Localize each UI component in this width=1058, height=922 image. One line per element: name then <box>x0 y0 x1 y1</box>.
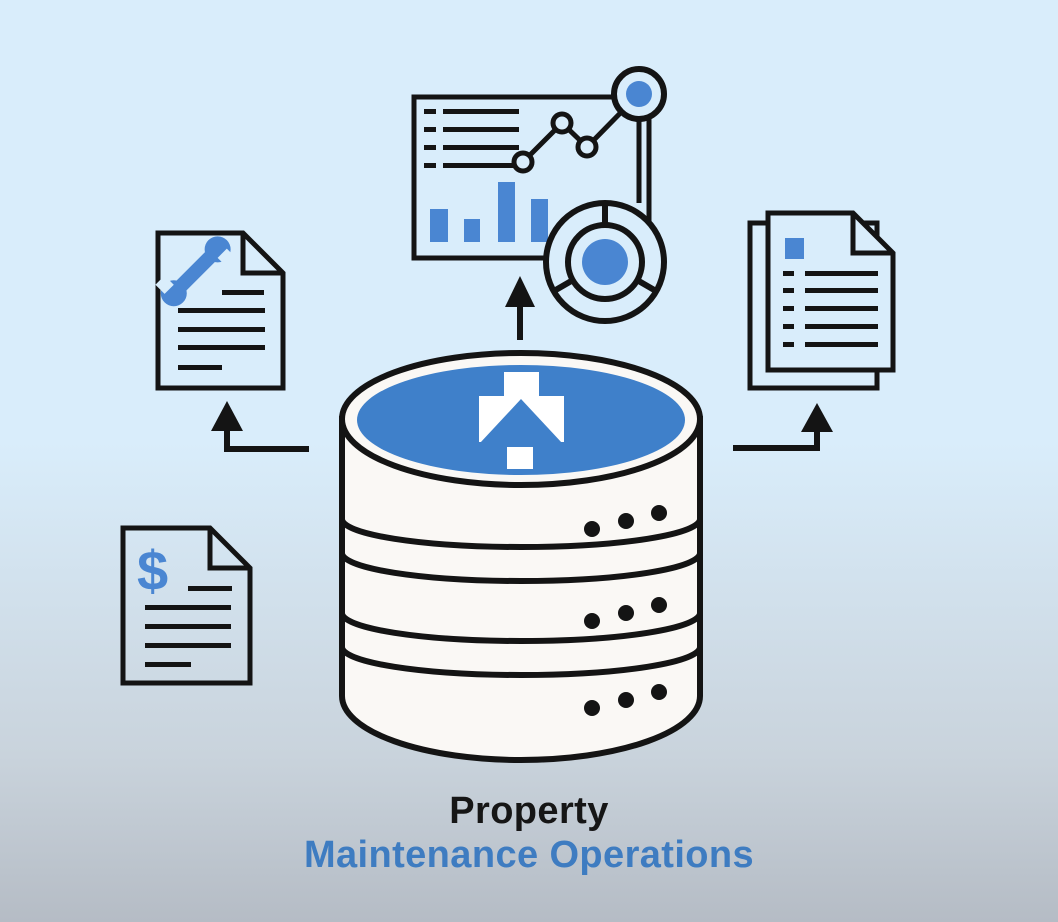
door <box>507 447 533 469</box>
reports-documents-icon <box>747 210 896 391</box>
text-lines <box>145 586 232 667</box>
dollar-icon: $ <box>137 539 168 602</box>
roof <box>480 399 562 443</box>
arrow-up-center-icon <box>505 276 535 340</box>
maintenance-document-icon <box>155 230 286 391</box>
folded-corner <box>240 233 283 276</box>
analytics-dashboard-icon <box>411 66 667 324</box>
text-lines <box>178 290 265 370</box>
bar-chart-icon <box>430 182 548 242</box>
home-plus-icon <box>479 372 564 469</box>
highlight-node-icon <box>611 66 667 122</box>
line-chart-icon <box>511 66 667 203</box>
database-dots <box>584 505 667 716</box>
arrow-up-right-icon <box>733 403 833 451</box>
folded-corner <box>207 528 250 571</box>
list-lines-icon <box>424 109 519 168</box>
caption-line-1: Property <box>449 790 609 832</box>
text-lines <box>783 271 878 347</box>
wrench-icon <box>155 236 237 307</box>
arrow-up-left-icon <box>211 401 309 452</box>
invoice-document-icon: $ <box>120 525 253 686</box>
caption-line-2: Maintenance Operations <box>303 834 755 876</box>
blue-square-bullet <box>785 238 804 259</box>
donut-chart-icon <box>543 200 667 324</box>
database-icon <box>339 350 703 763</box>
caption: Property Maintenance Operations <box>0 789 1058 877</box>
folded-corner <box>850 213 893 256</box>
